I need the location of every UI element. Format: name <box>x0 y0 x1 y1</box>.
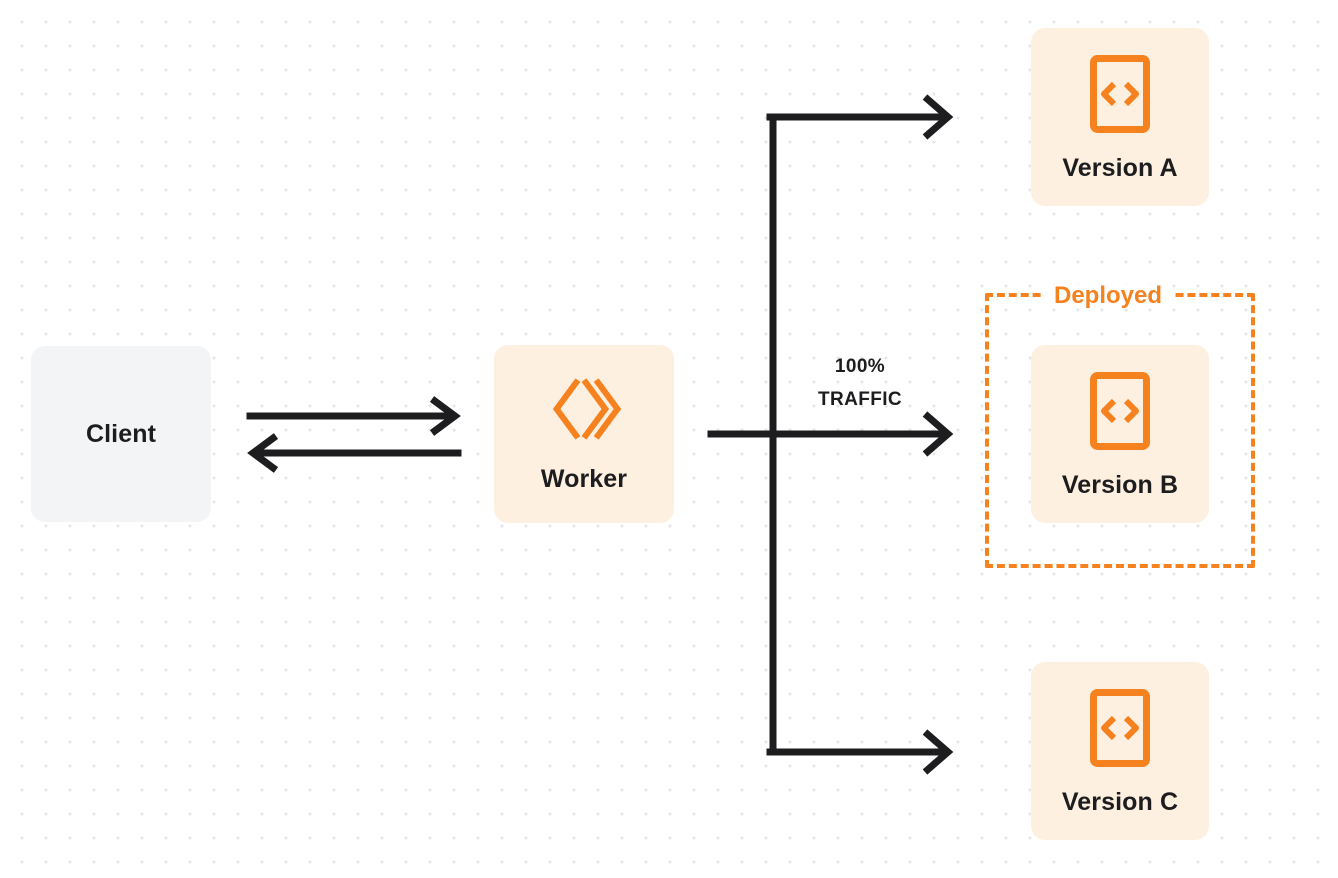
version-c-label: Version C <box>1061 788 1179 816</box>
arrow-client-to-worker <box>246 396 461 436</box>
code-document-icon <box>1089 371 1151 451</box>
version-b-node[interactable]: Version B <box>1031 345 1209 523</box>
version-a-node[interactable]: Version A <box>1031 28 1209 206</box>
workers-logo-icon <box>546 371 622 447</box>
worker-node[interactable]: Worker <box>494 345 674 523</box>
version-a-label: Version A <box>1062 154 1178 182</box>
client-label: Client <box>85 419 157 448</box>
version-b-label: Version B <box>1061 471 1179 499</box>
arrow-trunk-to-version-c <box>766 729 954 775</box>
client-node[interactable]: Client <box>31 346 211 522</box>
code-document-icon <box>1089 688 1151 768</box>
traffic-percent: 100% <box>834 356 886 377</box>
arrow-trunk-to-version-a <box>766 94 954 140</box>
traffic-caption: TRAFFIC <box>817 389 903 410</box>
deployed-group-label: Deployed <box>1044 284 1173 308</box>
traffic-label: 100% TRAFFIC <box>786 350 934 416</box>
code-document-icon <box>1089 54 1151 134</box>
arrow-worker-to-client <box>247 433 462 473</box>
worker-label: Worker <box>540 465 628 493</box>
version-c-node[interactable]: Version C <box>1031 662 1209 840</box>
arrow-worker-to-version-b <box>707 411 954 457</box>
